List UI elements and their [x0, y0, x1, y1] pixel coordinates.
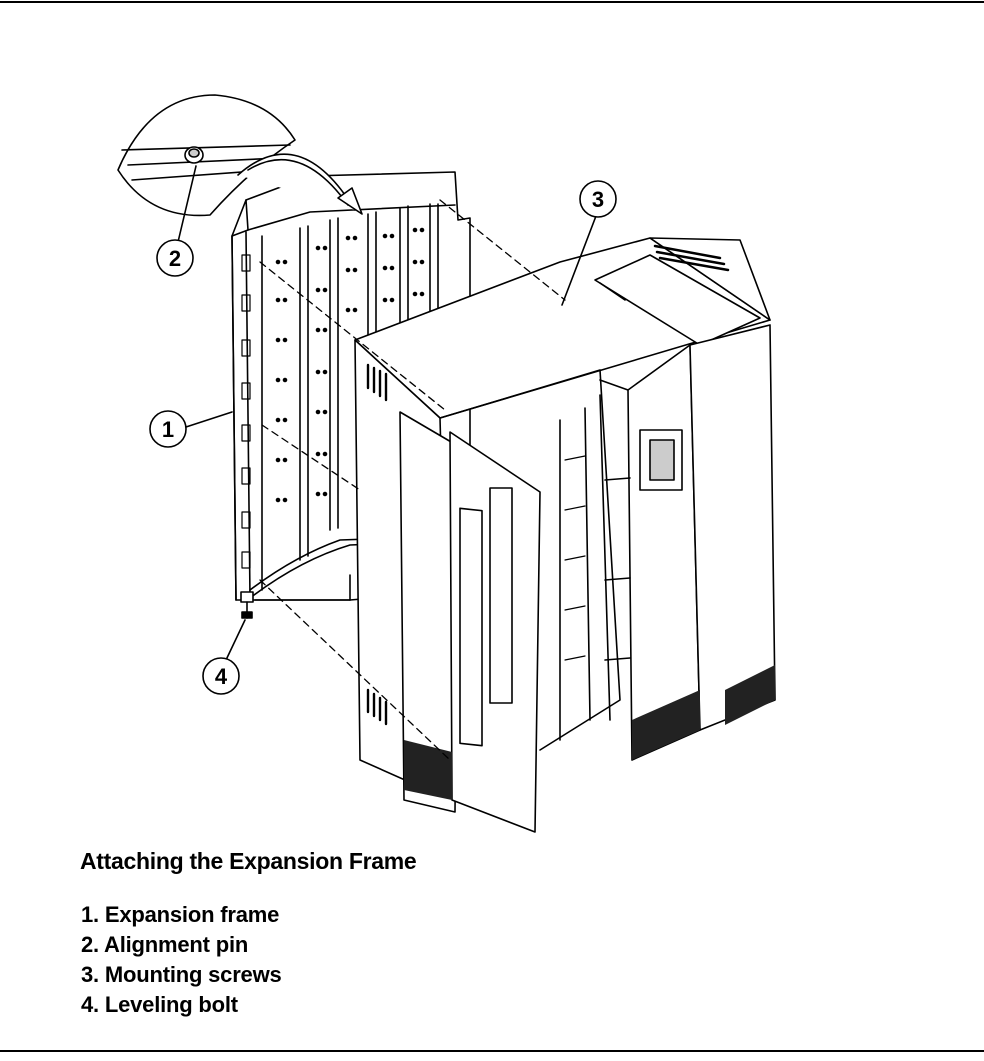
library-cabinet [354, 237, 776, 833]
callout-4 [202, 619, 246, 695]
top-rule [0, 1, 984, 3]
alignment-guides [259, 199, 566, 761]
callout-3 [561, 180, 617, 306]
figure-caption-title: Attaching the Expansion Frame [80, 848, 417, 874]
callout-1 [149, 410, 233, 448]
callout-number: 1 [162, 417, 174, 442]
callout-2 [156, 165, 197, 277]
legend-item: 4. Leveling bolt [81, 992, 238, 1017]
alignment-pin-detail [117, 94, 363, 217]
figure-legend: 1. Expansion frame 2. Alignment pin 3. M… [81, 900, 282, 1020]
callout-number: 4 [215, 664, 228, 689]
callout-number: 2 [169, 246, 181, 271]
legend-item: 2. Alignment pin [81, 932, 249, 957]
callout-number: 3 [592, 187, 604, 212]
legend-item: 3. Mounting screws [81, 962, 282, 987]
bottom-rule [0, 1050, 984, 1052]
legend-item: 1. Expansion frame [81, 902, 280, 927]
